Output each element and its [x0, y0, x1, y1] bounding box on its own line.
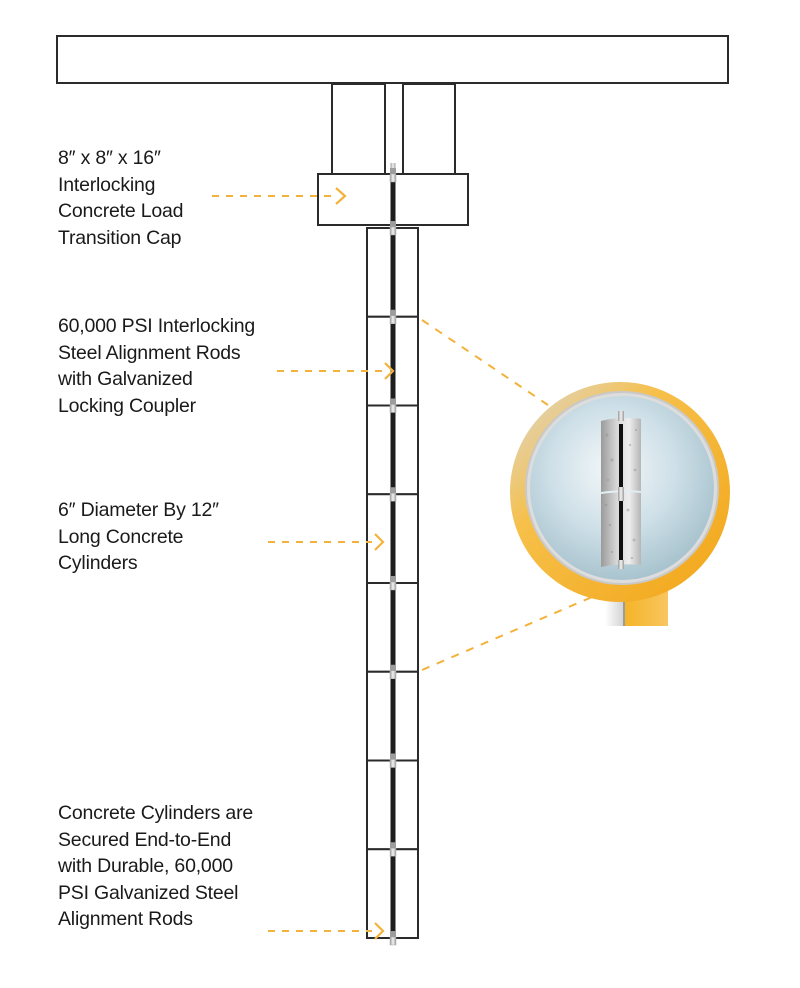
- coupler-thread: [390, 931, 396, 937]
- detail-connector-bottom: [421, 596, 593, 671]
- coupler: [389, 670, 397, 679]
- label-line: Transition Cap: [58, 226, 182, 249]
- chevron-right-icon: [335, 187, 347, 205]
- top-beam: [56, 35, 729, 84]
- magnifier-detail-icon: [510, 382, 730, 626]
- alignment-rod: [390, 319, 396, 403]
- coupler: [389, 173, 397, 183]
- support-block-left: [331, 83, 386, 175]
- label-line: Secured End-to-End: [58, 828, 232, 851]
- coupler-thread: [390, 753, 396, 760]
- alignment-rod: [390, 172, 396, 228]
- coupler-thread: [390, 842, 396, 849]
- label-concrete-cylinders: 6″ Diameter By 12″ Long Concrete Cylinde…: [58, 497, 219, 577]
- coupler: [389, 848, 397, 857]
- alignment-rod: [390, 408, 396, 492]
- leader-cap: [212, 187, 347, 205]
- label-line: Locking Coupler: [58, 394, 196, 417]
- lens-cylinders: [601, 411, 641, 569]
- chevron-right-icon: [374, 922, 385, 940]
- label-line: PSI Galvanized Steel: [58, 881, 239, 904]
- label-line: Concrete Cylinders are: [58, 802, 254, 824]
- label-secured-end-to-end: Concrete Cylinders are Secured End-to-En…: [58, 800, 253, 933]
- coupler-thread: [390, 487, 396, 494]
- label-alignment-rods: 60,000 PSI Interlocking Steel Alignment …: [58, 313, 255, 419]
- coupler: [389, 226, 397, 236]
- alignment-rod: [390, 497, 396, 580]
- alignment-rod: [390, 852, 396, 935]
- chevron-right-icon: [384, 362, 395, 380]
- alignment-rods: [390, 172, 396, 935]
- label-line: 8″ x 8″ x 16″: [58, 147, 161, 169]
- coupler-thread: [390, 309, 396, 316]
- label-line: with Durable, 60,000: [58, 855, 233, 877]
- alignment-rod: [390, 586, 396, 669]
- alignment-rod: [390, 674, 396, 758]
- label-line: Long Concrete: [58, 525, 184, 548]
- coupler: [389, 581, 397, 591]
- support-block-right: [402, 83, 456, 175]
- coupler: [389, 315, 397, 324]
- label-line: Cylinders: [58, 552, 138, 574]
- alignment-rod: [390, 231, 396, 314]
- label-line: 60,000 PSI Interlocking: [58, 315, 256, 337]
- label-line: Alignment Rods: [58, 908, 193, 930]
- coupler-thread: [390, 664, 396, 671]
- label-line: 6″ Diameter By 12″: [58, 499, 219, 521]
- coupler-thread: [390, 398, 396, 405]
- coupler: [389, 759, 397, 768]
- label-line: Steel Alignment Rods: [58, 341, 241, 364]
- label-line: Concrete Load: [58, 200, 184, 222]
- bottom-coupler: [389, 936, 397, 946]
- leader-secured: [268, 922, 385, 940]
- leader-cylinders: [268, 533, 385, 551]
- alignment-rod: [390, 763, 396, 847]
- coupler-thread: [390, 576, 396, 582]
- coupler-thread: [390, 221, 396, 227]
- chevron-right-icon: [374, 533, 385, 551]
- coupler-thread: [390, 168, 396, 174]
- label-line: Interlocking: [58, 173, 156, 196]
- couplers: [389, 163, 397, 946]
- coupler: [389, 404, 397, 413]
- detail-connector-top: [421, 319, 549, 406]
- label-line: with Galvanized: [58, 368, 193, 390]
- label-load-transition-cap: 8″ x 8″ x 16″ Interlocking Concrete Load…: [58, 145, 184, 251]
- leader-rods: [277, 362, 395, 380]
- coupler: [389, 493, 397, 502]
